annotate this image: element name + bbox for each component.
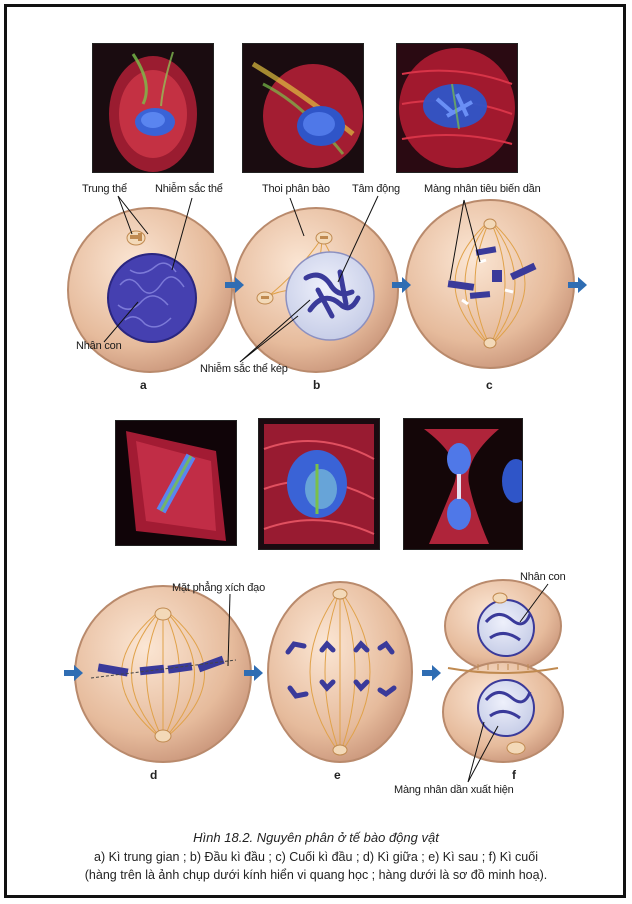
label-trung-the: Trung thể [82, 183, 127, 195]
cell-f [443, 580, 563, 762]
stage-label-f: f [512, 768, 516, 782]
cell-d [75, 586, 251, 762]
stage-label-e: e [334, 768, 341, 782]
stage-label-d: d [150, 768, 157, 782]
label-nhan-con-f: Nhân con [520, 571, 566, 583]
label-mat-phang-xich-dao: Mặt phẳng xích đạo [172, 582, 265, 594]
figure-caption-line-2: (hàng trên là ảnh chụp dưới kính hiển vi… [0, 868, 632, 882]
cell-e [268, 582, 412, 762]
label-mang-nhan-xuat-hien: Màng nhân dần xuất hiện [394, 784, 514, 796]
centrosome-b-top [316, 232, 332, 244]
figure-caption-title: Hình 18.2. Nguyên phân ở tế bào động vật [0, 830, 632, 845]
label-nhan-con-a: Nhân con [76, 340, 122, 352]
label-nhiem-sac-the: Nhiễm sắc thể [155, 183, 223, 195]
label-mang-nhan-tieu-bien: Màng nhân tiêu biến dần [424, 183, 541, 195]
label-thoi-phan-bao: Thoi phân bào [262, 183, 330, 195]
figure-caption-line-1: a) Kì trung gian ; b) Đầu kì đầu ; c) Cu… [0, 850, 632, 864]
stage-label-a: a [140, 378, 147, 392]
centrosome-b-left [257, 292, 273, 304]
stage-label-b: b [313, 378, 320, 392]
centrosome-a [127, 231, 145, 245]
label-tam-dong: Tâm động [352, 183, 400, 195]
label-nhiem-sac-the-kep: Nhiễm sắc thể kép [200, 363, 288, 375]
stage-label-c: c [486, 378, 493, 392]
cell-c [406, 200, 574, 368]
